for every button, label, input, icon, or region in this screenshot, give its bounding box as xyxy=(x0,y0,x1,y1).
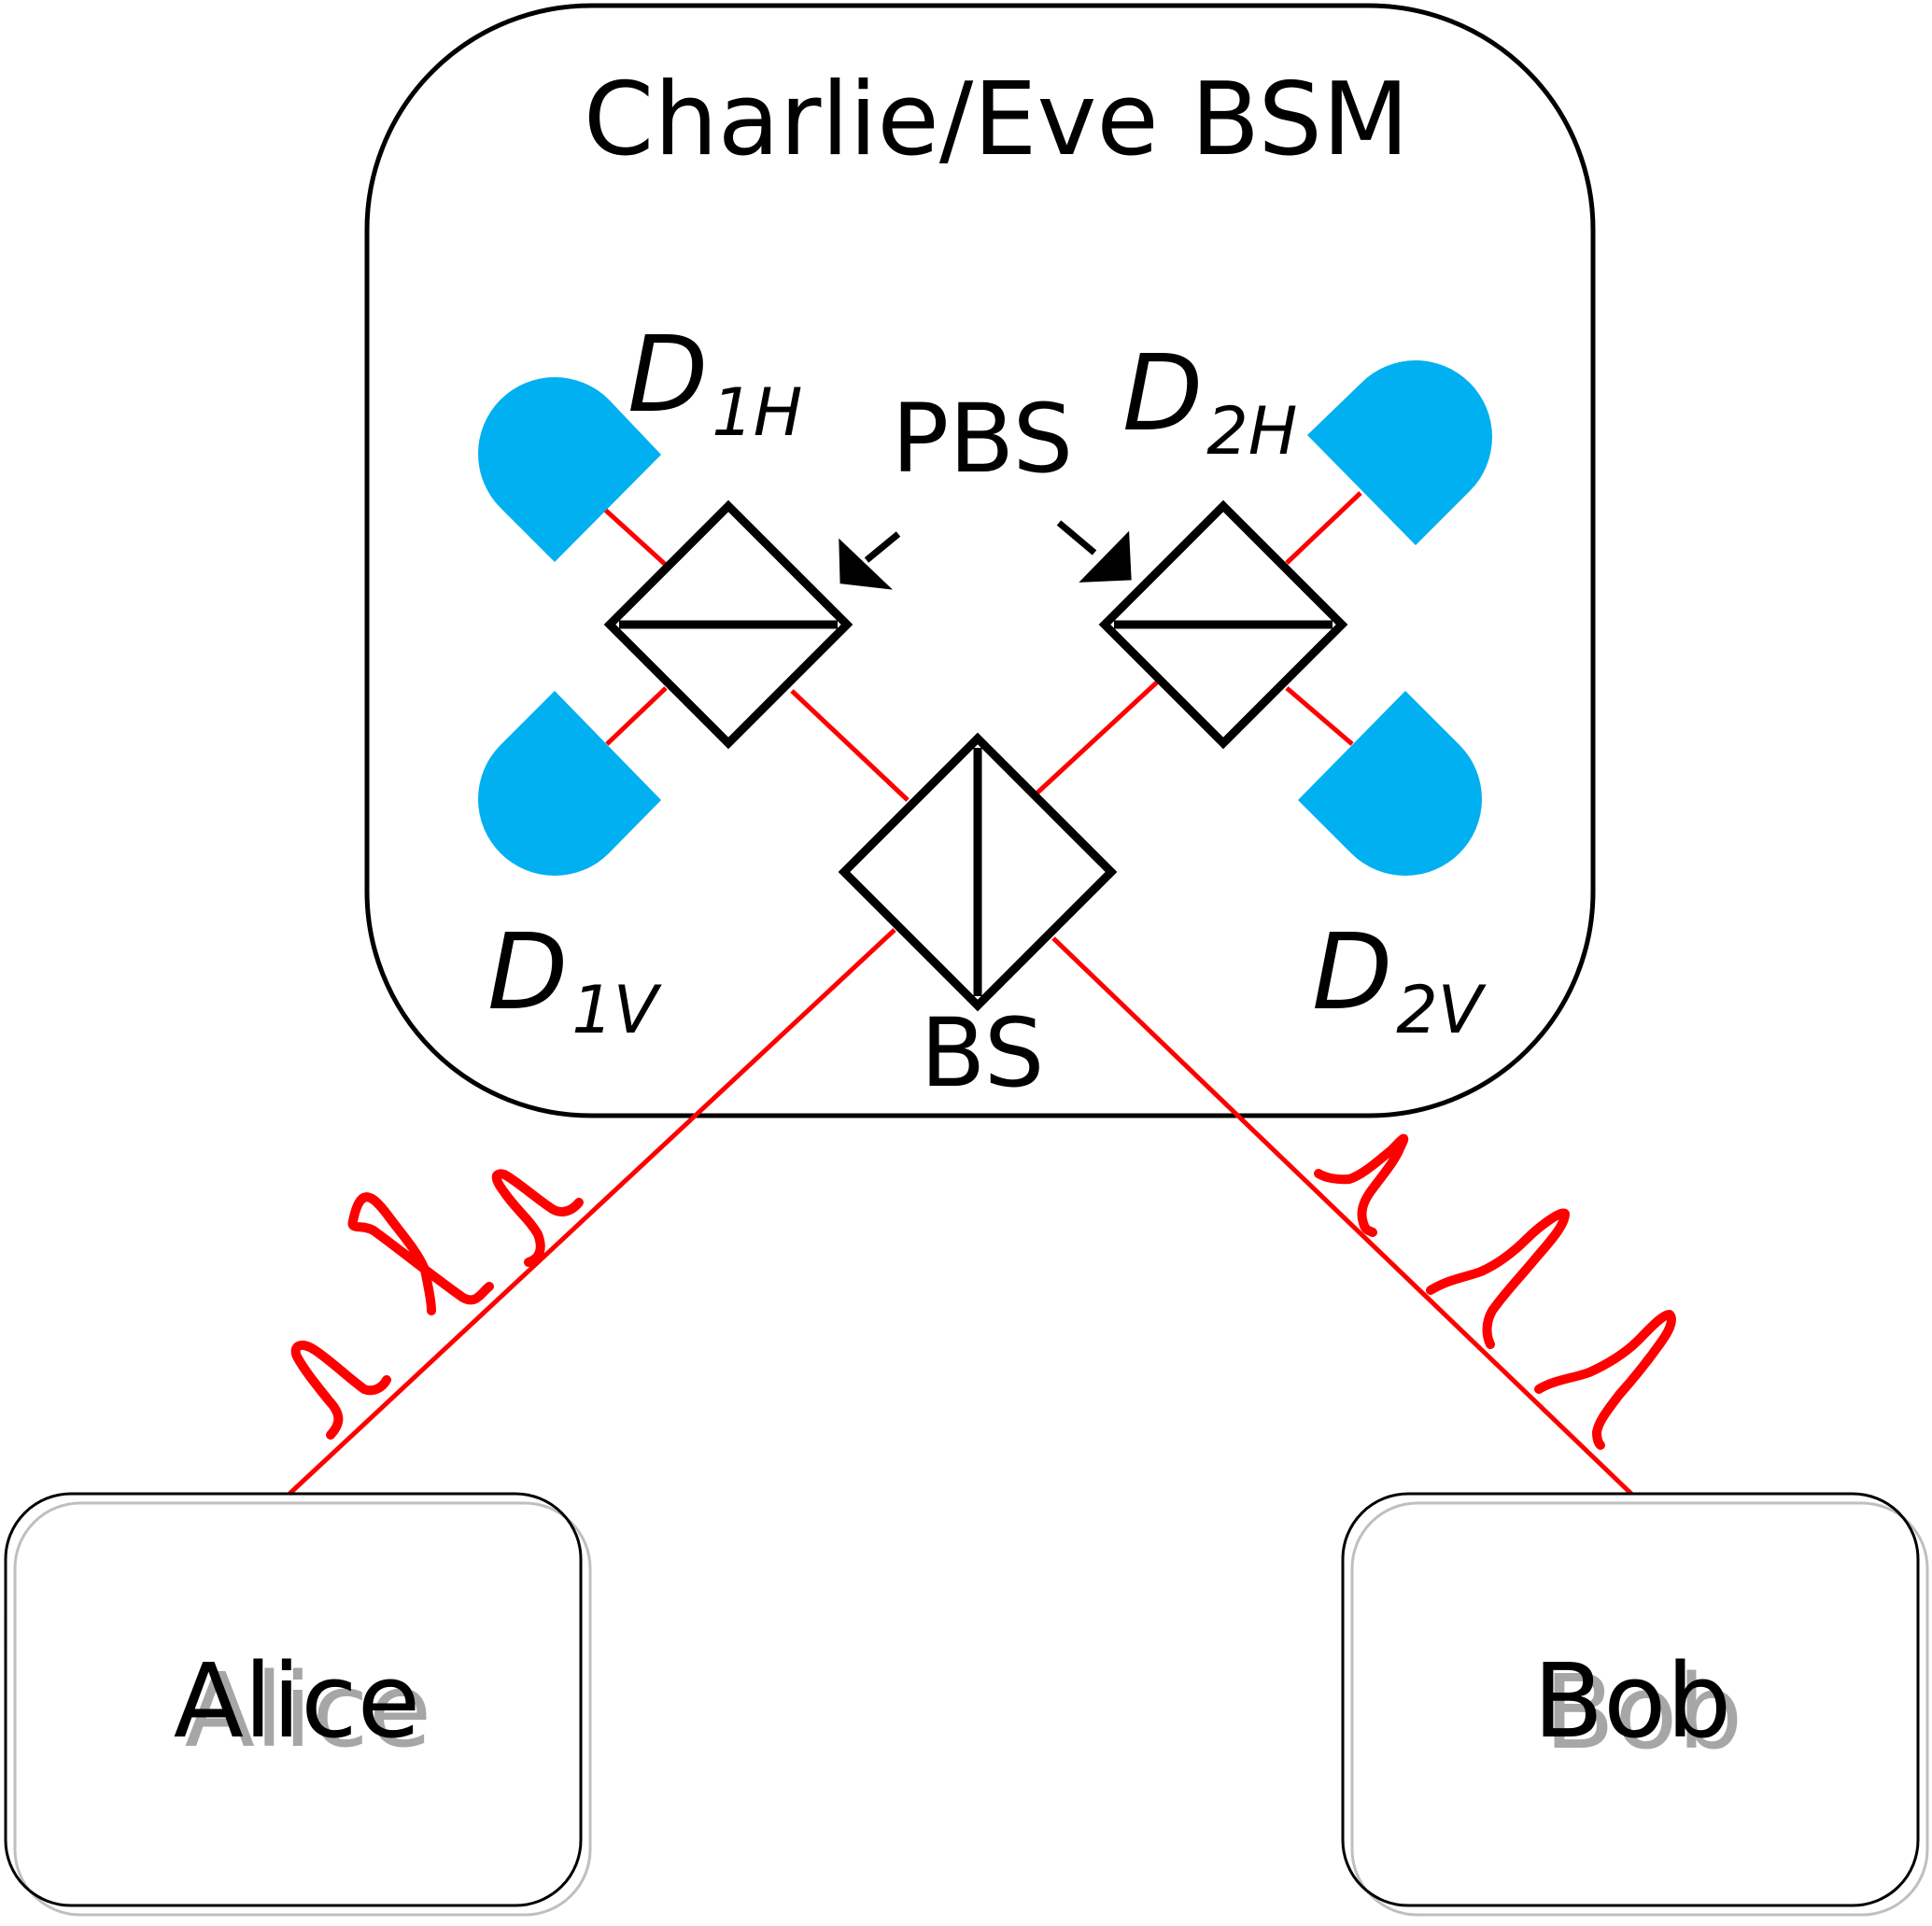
detector-d2h-icon xyxy=(1307,360,1492,545)
detector-d1v-icon xyxy=(478,691,661,876)
label-d1v-sub: 1V xyxy=(571,972,662,1048)
detector-d2v-icon xyxy=(1298,691,1482,876)
label-d2h-sub: 2H xyxy=(1206,393,1297,470)
beam-bs-to-pbs1 xyxy=(790,689,910,802)
bob-box: Bob Bob xyxy=(1341,1492,1929,1917)
beam-pbs2-to-d2v xyxy=(1285,686,1354,746)
label-d2h: D2H xyxy=(1122,333,1297,470)
label-d1h-letter: D xyxy=(628,315,708,436)
pbs-arrows xyxy=(839,520,1132,590)
beam-bs-to-pbs2 xyxy=(1035,678,1162,795)
bob-label: Bob xyxy=(1533,1641,1732,1761)
alice-box: Alice Alice xyxy=(4,1492,592,1917)
beam-bob-to-bs xyxy=(1051,936,1633,1496)
pbs-left xyxy=(603,499,853,750)
arrow-left-shaft xyxy=(864,531,901,563)
photon-pulse xyxy=(1534,1310,1676,1450)
detectors xyxy=(478,360,1492,876)
photon-pulse xyxy=(491,1169,584,1267)
beam-pbs2-to-d2h xyxy=(1285,491,1362,565)
arrow-left-head xyxy=(839,538,893,590)
bsm-title: Charlie/Eve BSM xyxy=(584,62,1409,178)
pbs-right xyxy=(1098,499,1348,750)
label-d1h-sub: 1H xyxy=(712,374,802,451)
label-d2h-letter: D xyxy=(1122,333,1203,455)
pbs-label: PBS xyxy=(892,384,1073,495)
label-d1v-letter: D xyxy=(487,912,568,1033)
alice-label: Alice xyxy=(174,1641,421,1761)
photon-pulse xyxy=(1314,1133,1409,1237)
photon-pulse xyxy=(347,1192,494,1315)
detector-d1h-icon xyxy=(478,377,661,562)
beam-pbs1-to-d1h xyxy=(603,508,669,568)
bob-pulses xyxy=(1314,1133,1676,1450)
beam-alice-to-bs xyxy=(288,928,896,1496)
beam-splitter xyxy=(838,732,1118,1012)
alice-pulses xyxy=(290,1169,584,1440)
arrow-right-shaft xyxy=(1056,520,1097,555)
bs-label: BS xyxy=(921,998,1045,1109)
photon-pulse xyxy=(1426,1208,1570,1349)
beam-paths xyxy=(288,491,1633,1496)
alice-label-shadow: Alice xyxy=(185,1651,432,1770)
arrow-right-head xyxy=(1079,530,1132,583)
bob-label-shadow: Bob xyxy=(1544,1652,1743,1772)
beam-pbs1-to-d1v xyxy=(605,686,668,746)
bsm-box xyxy=(364,3,1596,1118)
label-d2v: D2V xyxy=(1312,912,1487,1048)
photon-pulse xyxy=(290,1340,391,1440)
label-d1h: D1H xyxy=(628,315,802,451)
label-d2v-sub: 2V xyxy=(1396,972,1487,1048)
label-d1v: D1V xyxy=(487,912,662,1048)
label-d2v-letter: D xyxy=(1312,912,1392,1033)
